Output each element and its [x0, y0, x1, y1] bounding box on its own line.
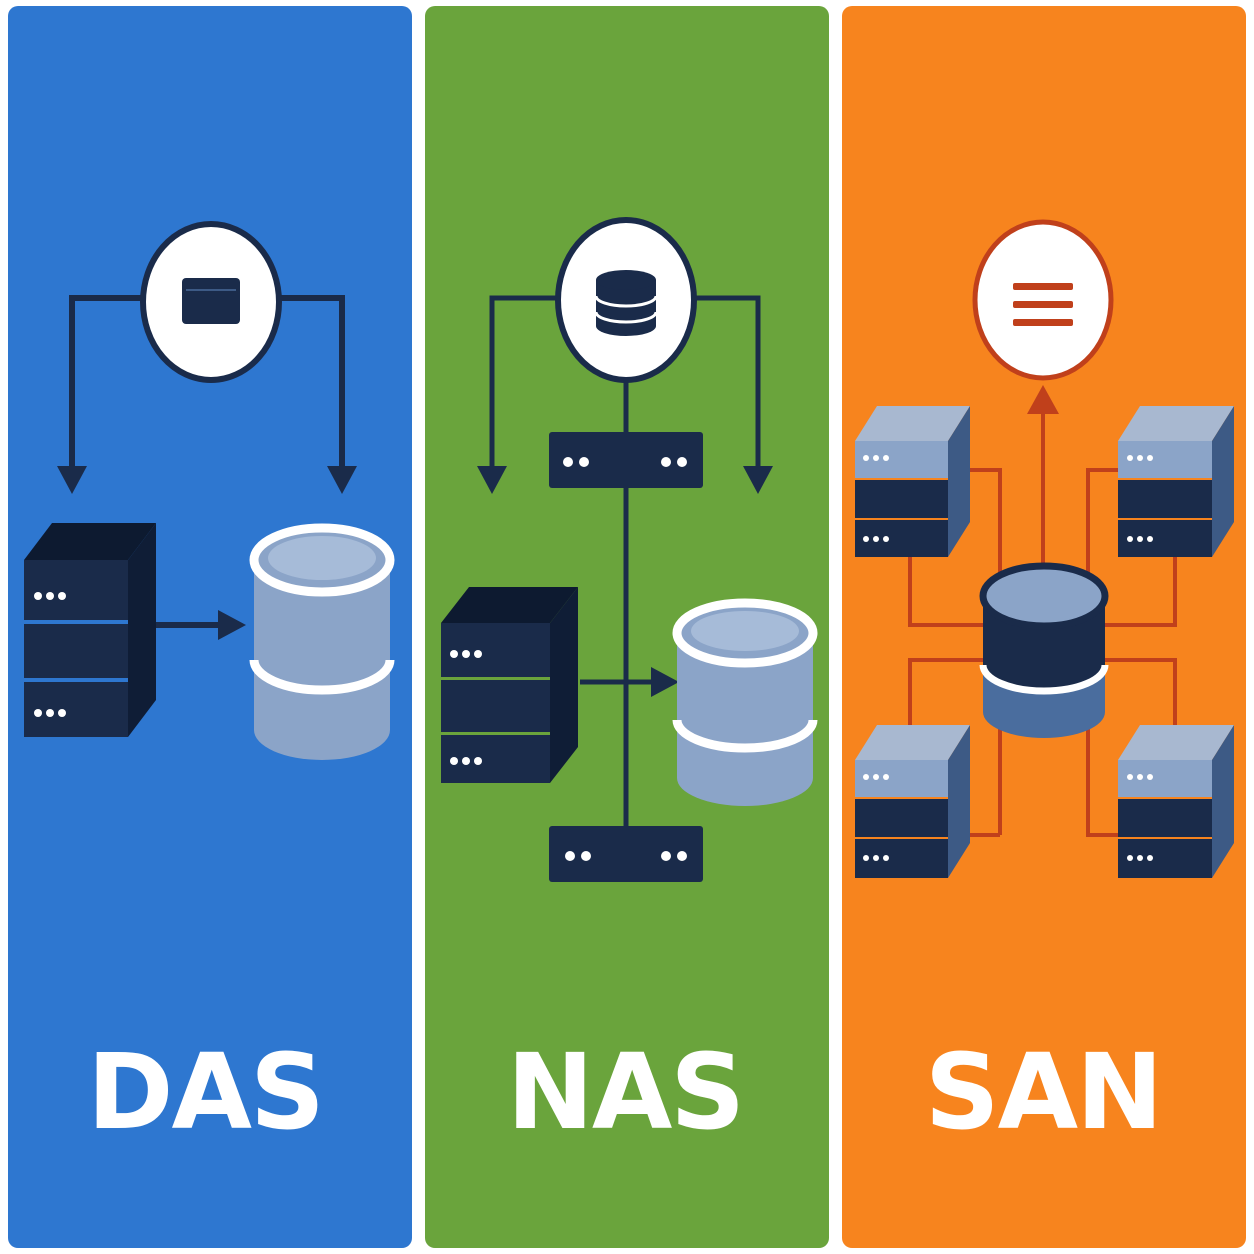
- san-label: SAN: [925, 1031, 1161, 1153]
- san-arrow-head-up: [1027, 385, 1059, 414]
- das-arrow-head-right: [327, 466, 357, 494]
- nas-arrow-head-left: [477, 466, 507, 494]
- san-server-rack-icon-top-left: [855, 406, 970, 557]
- nas-arrow-head-right: [743, 466, 773, 494]
- das-storage-cylinder-icon: [249, 523, 395, 760]
- das-connectors: [69, 295, 345, 628]
- nas-label: NAS: [507, 1031, 743, 1153]
- san-server-rack-icon-bottom-right: [1118, 725, 1234, 878]
- das-arrow-head-storage: [218, 610, 246, 640]
- das-badge: [140, 221, 282, 383]
- san-panel: SAN: [842, 6, 1246, 1248]
- nas-network-switch-icon-bottom: [549, 826, 703, 882]
- nas-network-switch-icon-top: [549, 432, 703, 488]
- san-badge: [972, 219, 1114, 381]
- browser-window-icon: [182, 278, 240, 324]
- nas-storage-cylinder-icon: [672, 598, 818, 806]
- das-server-rack-icon: [24, 523, 156, 737]
- das-arrow-head-left: [57, 466, 87, 494]
- nas-server-rack-icon: [441, 587, 578, 783]
- san-storage-cylinder-icon: [979, 562, 1109, 738]
- san-server-rack-icon-bottom-left: [855, 725, 970, 878]
- menu-lines-icon: [1013, 283, 1073, 326]
- das-panel: DAS: [8, 6, 412, 1248]
- database-icon: [594, 270, 658, 336]
- das-label: DAS: [87, 1031, 323, 1153]
- nas-arrow-head-storage: [651, 667, 679, 697]
- nas-badge: [555, 217, 697, 383]
- san-server-rack-icon-top-right: [1118, 406, 1234, 557]
- nas-panel: NAS: [425, 6, 829, 1248]
